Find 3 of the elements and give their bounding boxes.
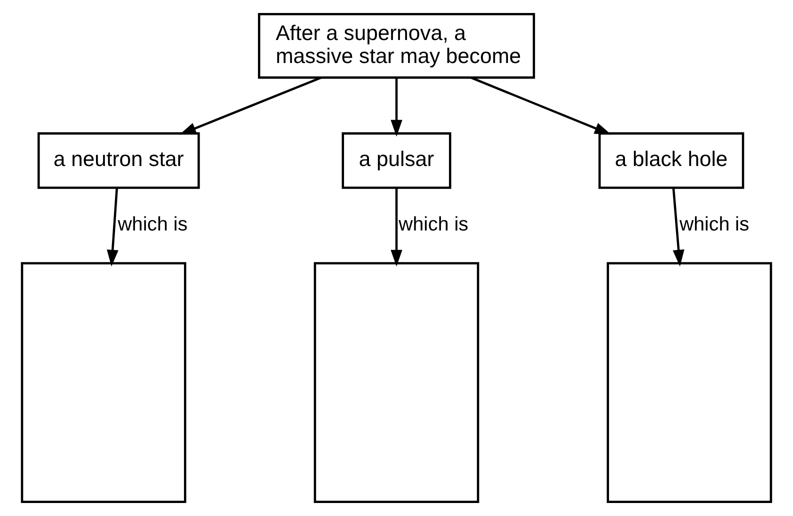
edge-label: which is (679, 214, 750, 236)
edge-label: which is (398, 214, 468, 236)
edge-label: which is (118, 214, 188, 236)
